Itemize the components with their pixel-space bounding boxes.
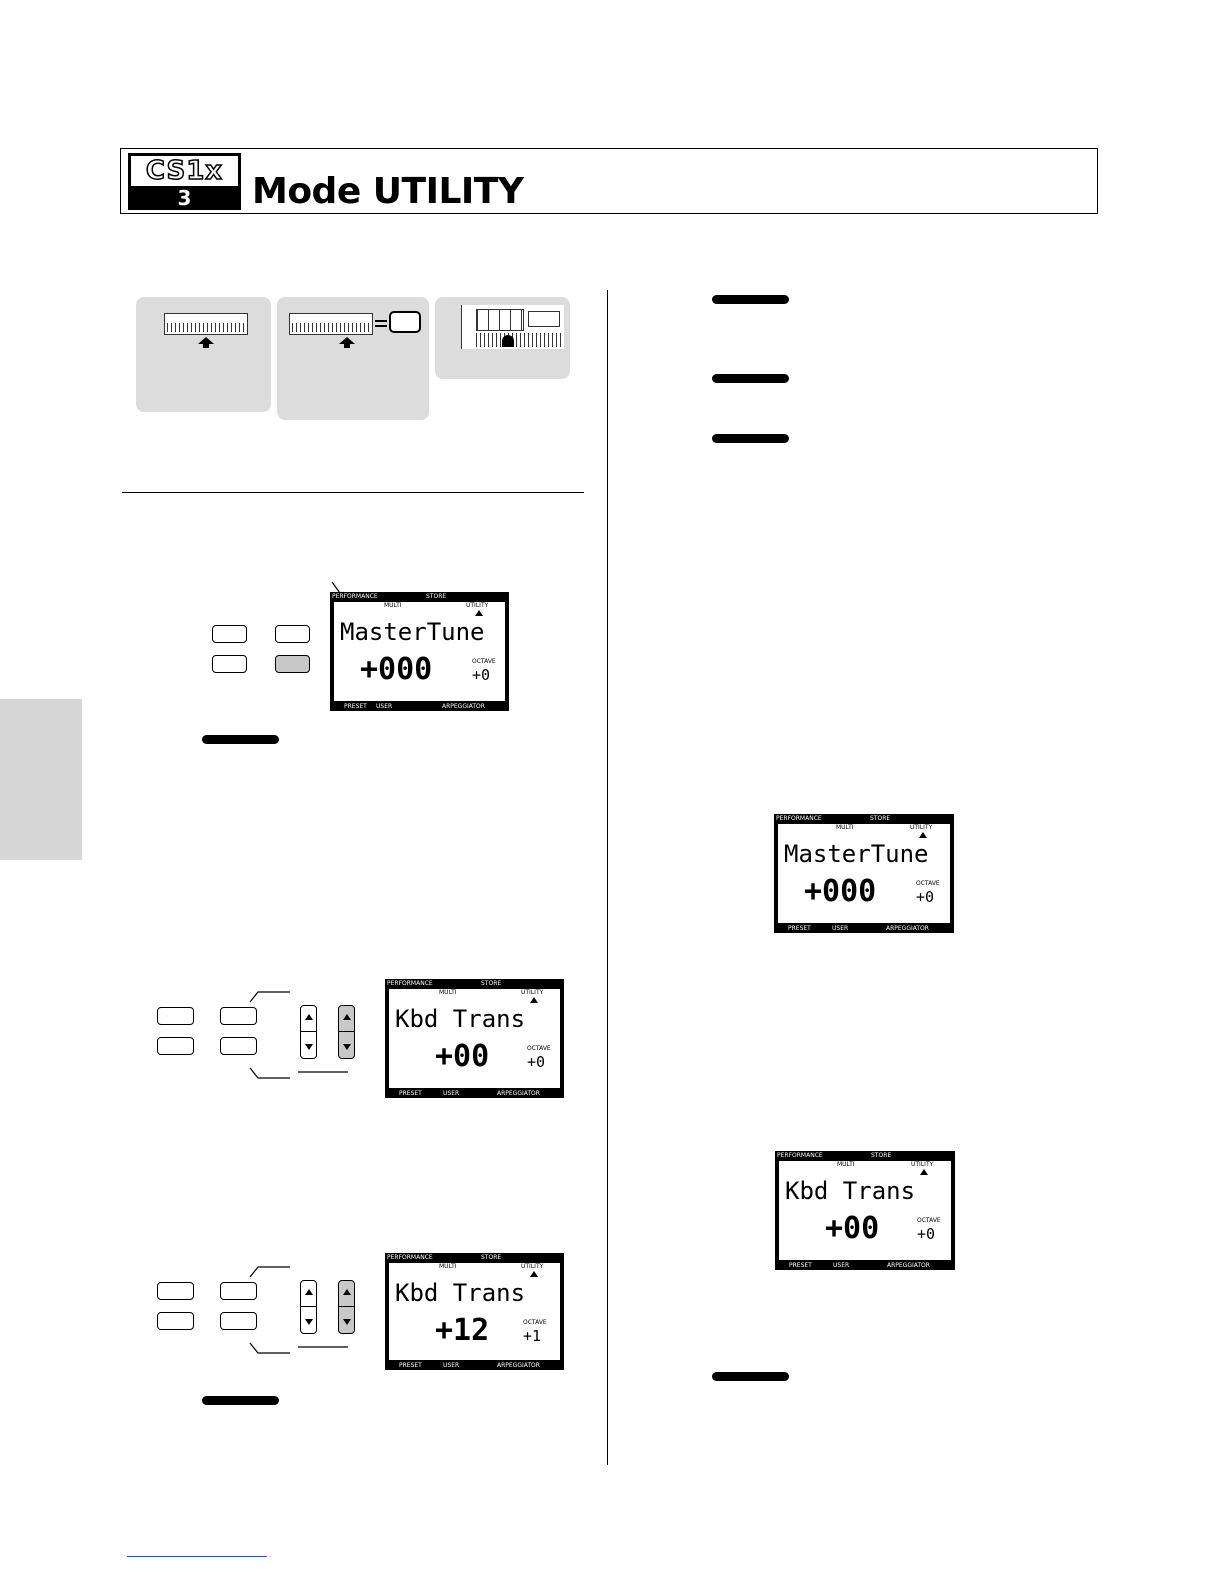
lcd-value: +12 — [435, 1313, 490, 1348]
note-marker — [712, 1372, 789, 1381]
lcd-param: Kbd Trans — [785, 1177, 916, 1205]
inc-dec-buttons — [300, 1280, 317, 1334]
section-divider — [122, 492, 584, 493]
panel-button — [220, 1312, 257, 1330]
lcd-param: MasterTune — [340, 618, 485, 646]
panel-button — [212, 625, 247, 643]
lcd-display: PERFORMANCE STORE MULTI UTILITY Kbd Tran… — [385, 979, 564, 1098]
bracket-lines — [249, 1266, 348, 1354]
panel-button — [157, 1037, 194, 1055]
bracket-lines — [249, 991, 348, 1079]
footer-link-underline — [127, 1556, 267, 1557]
page-title: Mode UTILITY — [252, 171, 524, 212]
thumbnail-keyboard-computer — [277, 297, 429, 420]
panel-button — [212, 655, 247, 673]
side-tab — [0, 699, 82, 860]
cs1x-logo: CS1x 3 — [128, 153, 241, 210]
note-marker — [712, 434, 789, 443]
panel-button-pressed — [275, 655, 310, 673]
lcd-param: Kbd Trans — [395, 1005, 526, 1033]
lcd-value: +00 — [435, 1039, 490, 1074]
lcd-value: +000 — [360, 652, 433, 687]
note-marker — [712, 374, 789, 383]
lcd-value: +00 — [825, 1211, 880, 1246]
lcd-display: PERFORMANCE STORE MULTI UTILITY Kbd Tran… — [385, 1253, 564, 1370]
panel-button — [275, 625, 310, 643]
thumbnail-keyboard — [136, 297, 271, 412]
panel-image — [461, 305, 564, 349]
lcd-param: Kbd Trans — [395, 1279, 526, 1307]
panel-button — [157, 1007, 194, 1025]
thumbnail-panel — [435, 297, 570, 379]
inc-dec-buttons-pressed — [338, 1280, 355, 1334]
keyboard-image — [164, 313, 248, 335]
exchange-arrows-icon — [375, 318, 387, 328]
lcd-display: PERFORMANCE STORE MULTI UTILITY MasterTu… — [330, 592, 509, 711]
header-box — [120, 148, 1098, 214]
lcd-param: MasterTune — [784, 840, 929, 868]
lcd-display: PERFORMANCE STORE MULTI UTILITY Kbd Tran… — [775, 1151, 955, 1270]
inc-dec-buttons — [300, 1005, 317, 1059]
arrow-up-icon — [198, 337, 214, 348]
panel-button — [157, 1312, 194, 1330]
inc-dec-buttons-pressed — [338, 1005, 355, 1059]
note-marker — [712, 295, 789, 304]
panel-button — [220, 1007, 257, 1025]
panel-button — [157, 1282, 194, 1300]
arrow-up-icon — [339, 337, 355, 348]
panel-button — [220, 1282, 257, 1300]
note-marker — [202, 1396, 279, 1405]
panel-button — [220, 1037, 257, 1055]
logo-wordmark: CS1x — [130, 155, 239, 187]
lcd-value: +000 — [804, 874, 877, 909]
lcd-display: PERFORMANCE STORE MULTI UTILITY MasterTu… — [774, 814, 954, 933]
keyboard-image — [289, 313, 373, 335]
chapter-number: 3 — [177, 186, 192, 210]
computer-icon — [389, 311, 421, 333]
column-divider — [607, 290, 608, 1465]
note-marker — [202, 735, 279, 744]
